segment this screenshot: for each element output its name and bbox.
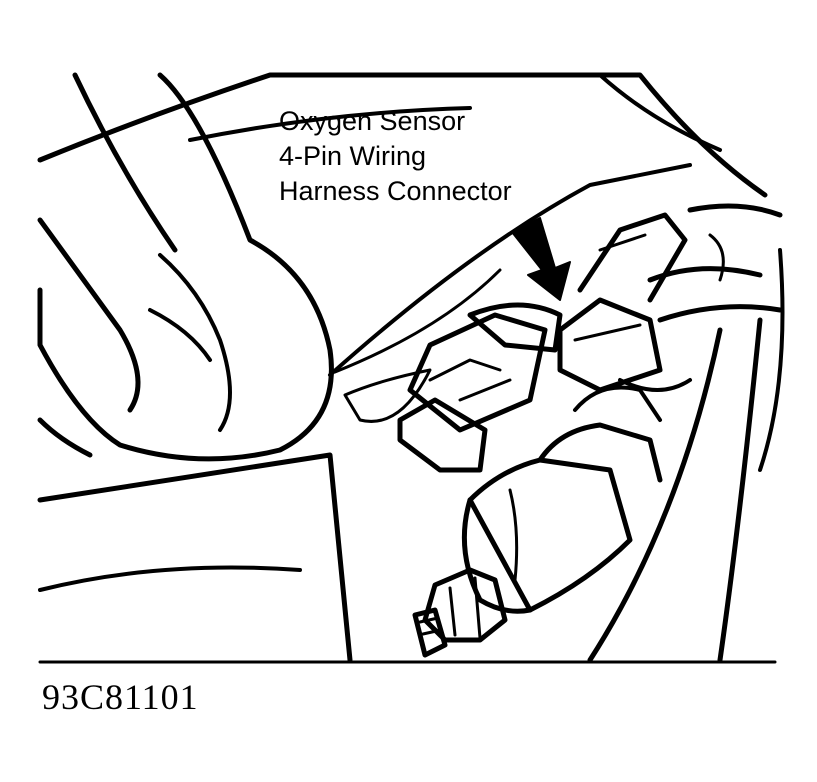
callout-arrow [511,217,571,301]
sensor-hex-nut [412,567,508,658]
technician-hand [37,72,334,462]
callout-line-2: 4-Pin Wiring [279,141,427,171]
callout-label: Oxygen Sensor 4-Pin Wiring Harness Conne… [279,104,512,209]
figure-code: 93C81101 [42,677,199,717]
harness-connector [343,302,563,473]
wiring-harness [557,203,783,393]
callout-line-1: Oxygen Sensor [279,106,466,136]
upper-body-panel [37,72,768,198]
callout-line-3: Harness Connector [279,176,512,206]
wheel-arch [37,163,785,663]
